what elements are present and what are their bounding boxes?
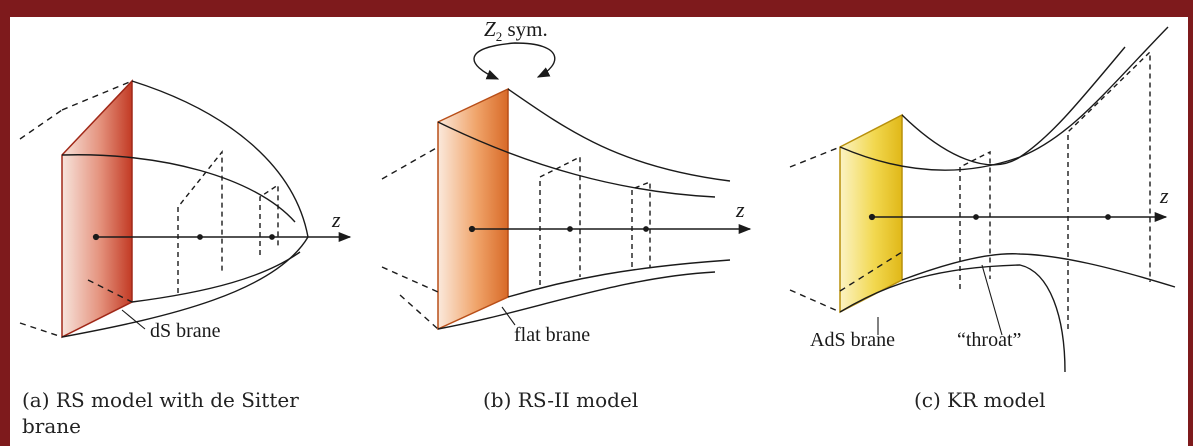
- caption-a: (a) RS model with de Sitter brane: [22, 387, 299, 439]
- brane-edge-dashed: [381, 146, 439, 180]
- brane-label-c: AdS brane: [810, 329, 895, 351]
- panel-c: [789, 26, 1176, 373]
- flat-brane: [437, 87, 509, 331]
- slice-dashed: [177, 150, 223, 293]
- brane-pointer: [121, 309, 146, 330]
- brane-label-a: dS brane: [150, 320, 221, 342]
- axis-point: [92, 233, 100, 241]
- axis-z-label-a: z: [332, 207, 341, 232]
- figure-canvas: z dS brane (a) RS model with de Sitter b…: [10, 17, 1188, 446]
- throat-pointer: [981, 264, 1003, 336]
- ads-brane: [839, 113, 903, 314]
- symmetry-var: Z: [484, 17, 496, 41]
- axis-point: [1105, 214, 1111, 220]
- caption-b: (b) RS-II model: [483, 388, 639, 412]
- ds-brane: [61, 79, 133, 339]
- z2-symmetry-label: Z2 sym.: [484, 17, 548, 45]
- brane-edge-dashed: [789, 146, 841, 168]
- slice-dashed: [539, 155, 581, 285]
- symmetry-arrow: [473, 42, 556, 80]
- throat-label: “throat”: [957, 329, 1022, 351]
- panel-b: [381, 42, 752, 331]
- brane-edge-dashed: [381, 266, 439, 293]
- bulk-mid-curve: [507, 259, 731, 298]
- brane-edge-dashed: [789, 289, 841, 313]
- bulk-upper-curve: [131, 80, 309, 238]
- brane-edge-dashed: [399, 294, 439, 330]
- axis-point: [468, 225, 476, 233]
- axis-point: [197, 234, 203, 240]
- axis-z-label-c: z: [1160, 183, 1169, 208]
- bulk-mid-curve: [839, 26, 1169, 171]
- axis-point: [643, 226, 649, 232]
- axis-point: [567, 226, 573, 232]
- slice-dashed: [631, 180, 651, 267]
- axis-point: [868, 213, 876, 221]
- brane-edge-dashed: [19, 322, 63, 338]
- brane-models-diagram: [19, 26, 1176, 373]
- bulk-mid-curve: [437, 121, 716, 198]
- caption-a-line2: brane: [22, 414, 82, 438]
- brane-label-b: flat brane: [514, 324, 591, 346]
- slice-dashed: [259, 183, 279, 255]
- brane-edge-dashed: [87, 279, 133, 303]
- axis-point: [269, 234, 275, 240]
- bulk-lower-curve: [437, 271, 716, 330]
- bulk-mid-curve: [901, 253, 1176, 288]
- caption-c: (c) KR model: [914, 388, 1046, 412]
- brane-pointer: [501, 306, 516, 326]
- brane-edge-dashed: [61, 80, 133, 111]
- symmetry-sub: 2: [495, 29, 503, 45]
- bulk-mid-curve: [61, 154, 296, 223]
- symmetry-suffix: sym.: [502, 17, 548, 41]
- caption-a-line1: (a) RS model with de Sitter: [22, 388, 299, 412]
- axis-z-label-b: z: [736, 197, 745, 222]
- brane-edge-dashed: [19, 109, 63, 140]
- brane-edge-dashed: [839, 251, 903, 292]
- bulk-lower-curve: [839, 264, 1066, 373]
- bulk-mid-curve: [131, 251, 301, 303]
- slice-dashed: [959, 150, 991, 289]
- panel-a: [19, 79, 352, 339]
- bulk-upper-curve: [507, 88, 731, 182]
- slice-dashed: [1067, 50, 1151, 329]
- axis-point: [973, 214, 979, 220]
